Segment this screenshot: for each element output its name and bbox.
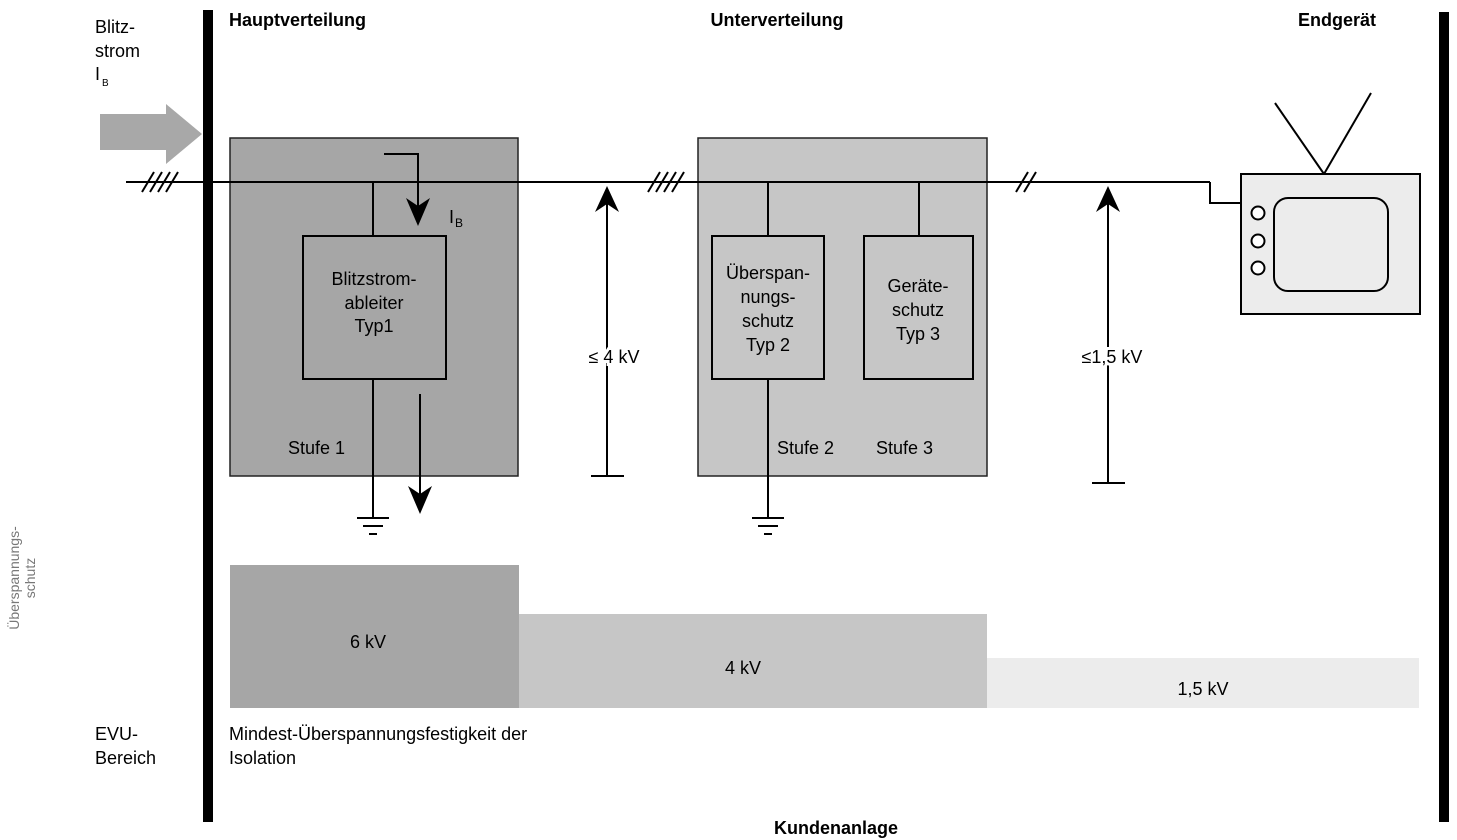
type3-label-line3: Typ 3 xyxy=(896,324,940,344)
insulation-bar-6kv-label: 6 kV xyxy=(350,632,386,652)
lightning-current-symbol: I xyxy=(95,64,100,84)
type2-label-line2: nungs- xyxy=(740,287,795,307)
right-boundary-wall xyxy=(1439,12,1449,822)
left-boundary-wall xyxy=(203,10,213,822)
type3-protector-box xyxy=(863,235,974,380)
insulation-bar-1-5kv-label: 1,5 kV xyxy=(1177,679,1228,699)
type2-label-line3: schutz xyxy=(742,311,794,331)
type1-label-line3: Typ1 xyxy=(354,316,393,336)
lightning-label-line1: Blitz- xyxy=(95,17,135,37)
ground-symbol-1 xyxy=(357,517,389,535)
conductor-marks-2-right xyxy=(1015,171,1037,193)
type2-protector-box xyxy=(711,235,825,380)
insulation-caption-line1: Mindest-Überspannungsfestigkeit der xyxy=(229,724,527,744)
stage3-label: Stufe 3 xyxy=(876,438,933,458)
level-1-5kv-label-halo: ≤1,5 kV xyxy=(1082,347,1143,367)
insulation-bar-4kv-label: 4 kV xyxy=(725,658,761,678)
current-arrow-down-head xyxy=(406,198,430,226)
ground-symbol-2 xyxy=(752,517,784,535)
side-label-line1: Überspannungs- xyxy=(5,526,22,630)
lightning-input-arrow xyxy=(100,104,202,164)
evu-label-line2: Bereich xyxy=(95,748,156,768)
device-connection-line xyxy=(1209,182,1241,204)
current-arrow-ground-head xyxy=(408,486,432,514)
conductor-marks-4-left xyxy=(141,171,179,193)
current-subscript: B xyxy=(455,216,463,230)
stage2-label: Stufe 2 xyxy=(777,438,834,458)
level-4kv-label: ≤ 4 kV xyxy=(589,347,640,367)
insulation-bar-6kv xyxy=(230,565,519,708)
conductor-marks-4-middle xyxy=(647,171,685,193)
type1-arrester-box xyxy=(302,235,447,380)
lightning-label-line2: strom xyxy=(95,41,140,61)
side-label: Überspannungs- schutz xyxy=(5,526,38,630)
type1-label-line1: Blitzstrom- xyxy=(332,269,417,289)
header-endgeraet: Endgerät xyxy=(1298,10,1376,30)
header-unterverteilung: Unterverteilung xyxy=(710,10,843,30)
type2-label-line4: Typ 2 xyxy=(746,335,790,355)
stage1-label: Stufe 1 xyxy=(288,438,345,458)
current-symbol: I xyxy=(449,207,454,227)
header-kundenanlage: Kundenanlage xyxy=(774,818,898,838)
evu-label-line1: EVU- xyxy=(95,724,138,744)
type2-label-line1: Überspan- xyxy=(726,263,810,283)
tv-icon xyxy=(1240,92,1421,315)
insulation-bar-1-5kv xyxy=(987,658,1419,708)
type3-label-line1: Geräte- xyxy=(887,276,948,296)
level-1-5kv-label: ≤1,5 kV xyxy=(1082,347,1143,367)
current-path-in xyxy=(384,153,419,212)
type3-label-line2: schutz xyxy=(892,300,944,320)
level-4kv-label-halo: ≤ 4 kV xyxy=(589,347,640,367)
type1-label-line2: ableiter xyxy=(344,293,403,313)
level-4kv-arrow-head xyxy=(595,186,619,212)
side-label-line2: schutz xyxy=(22,558,38,598)
header-hauptverteilung: Hauptverteilung xyxy=(229,10,366,30)
lightning-current-subscript: B xyxy=(102,78,109,89)
insulation-bar-4kv xyxy=(519,614,987,708)
level-1-5kv-arrow-head xyxy=(1096,186,1120,212)
insulation-caption-line2: Isolation xyxy=(229,748,296,768)
